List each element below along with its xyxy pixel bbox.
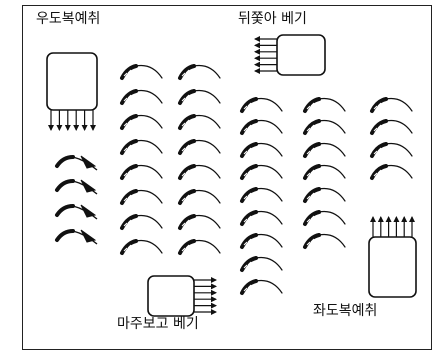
- crop-plant: [120, 114, 163, 130]
- crop-plant: [240, 164, 283, 180]
- label-left-lodging-harvest: 좌도복예취: [313, 303, 378, 319]
- crop-plant: [240, 97, 283, 113]
- label-follow-harvest: 뒤쫓아 베기: [238, 11, 307, 27]
- crop-plant: [240, 187, 283, 203]
- crop-plant: [303, 233, 346, 249]
- crop-plant: [120, 239, 163, 255]
- lodged-crop: [55, 179, 98, 195]
- crop-plant: [303, 142, 346, 158]
- crop-plant: [178, 139, 221, 155]
- crop-plant: [303, 97, 346, 113]
- lodged-crop: [55, 155, 98, 171]
- lodged-crop: [55, 229, 98, 245]
- crop-plant: [178, 164, 221, 180]
- harvester-top-left: [46, 52, 98, 131]
- label-facing-harvest: 마주보고 베기: [117, 316, 199, 332]
- lodged-crop: [55, 204, 98, 220]
- crop-plant: [120, 214, 163, 230]
- crop-plant: [178, 89, 221, 105]
- crop-plant: [178, 214, 221, 230]
- crop-plant: [370, 97, 413, 113]
- crop-plant: [178, 239, 221, 255]
- crop-field: [120, 64, 413, 295]
- crop-plant: [303, 164, 346, 180]
- crop-plant: [303, 119, 346, 135]
- diagram-frame: [22, 5, 432, 350]
- lodged-crop-group: [55, 155, 98, 245]
- crop-plant: [370, 142, 413, 158]
- crop-plant: [178, 64, 221, 80]
- crop-plant: [370, 119, 413, 135]
- crop-plant: [178, 189, 221, 205]
- crop-plant: [120, 89, 163, 105]
- crop-plant: [370, 164, 413, 180]
- crop-plant: [303, 187, 346, 203]
- crop-plant: [240, 279, 283, 295]
- harvester-bottom-right: [368, 216, 417, 298]
- harvester-top-right: [254, 34, 326, 76]
- crop-plant: [303, 210, 346, 226]
- crop-plant: [120, 64, 163, 80]
- crop-plant: [120, 164, 163, 180]
- crop-plant: [120, 139, 163, 155]
- crop-plant: [178, 114, 221, 130]
- crop-plant: [240, 142, 283, 158]
- crop-plant: [240, 210, 283, 226]
- harvester-bottom-center: [147, 275, 217, 317]
- crop-plant: [240, 256, 283, 272]
- crop-plant: [120, 189, 163, 205]
- crop-plant: [240, 233, 283, 249]
- label-right-lodging-harvest: 우도복예취: [36, 11, 101, 27]
- crop-plant: [240, 119, 283, 135]
- harvester-group: [46, 34, 417, 317]
